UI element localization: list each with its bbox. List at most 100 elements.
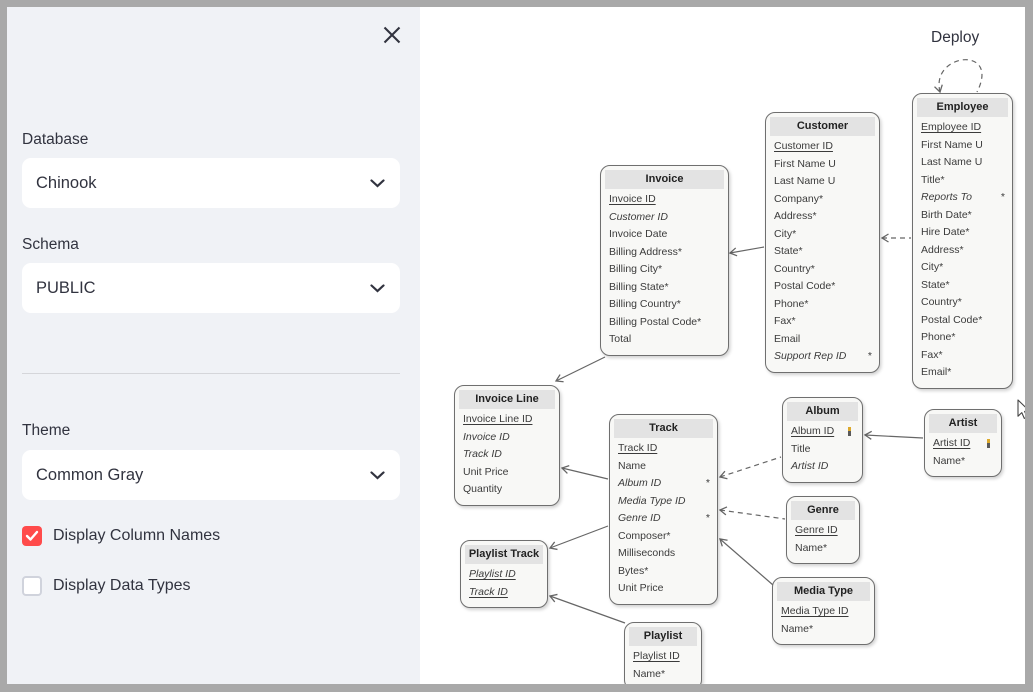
er-column-row: Quantity xyxy=(455,481,559,499)
er-column-name: Support Rep ID xyxy=(774,350,847,362)
kebab-menu-button[interactable] xyxy=(1005,29,1021,51)
er-column-name: Track ID xyxy=(469,585,508,598)
er-column-name: Quantity xyxy=(463,483,503,495)
mouse-cursor xyxy=(1017,399,1025,419)
er-table-title: Customer xyxy=(770,117,875,136)
er-column-name: Address* xyxy=(921,243,964,256)
er-column-name: Email xyxy=(774,332,801,345)
er-column-row: Playlist ID xyxy=(625,648,701,666)
er-column-row: Invoice ID xyxy=(601,191,728,209)
er-column-row: Artist ID xyxy=(925,435,1001,453)
checkbox-label: Display Column Names xyxy=(53,527,221,544)
database-label: Database xyxy=(22,131,89,148)
er-column-name: Media Type ID xyxy=(781,605,849,617)
er-column-row: City* xyxy=(766,226,879,244)
theme-select-value: Common Gray xyxy=(36,465,144,484)
er-column-row: Phone* xyxy=(913,329,1012,347)
er-column-name: Birth Date* xyxy=(921,208,972,221)
er-column-name: Phone* xyxy=(921,331,956,343)
schema-label: Schema xyxy=(22,236,79,253)
er-column-row: Last Name U xyxy=(766,173,879,191)
er-column-name: Last Name U xyxy=(774,175,836,187)
er-table-title: Album xyxy=(787,402,858,421)
er-column-name: Postal Code* xyxy=(774,280,836,292)
er-column-row: Playlist ID xyxy=(461,566,547,584)
er-column-name: First Name U xyxy=(774,157,836,170)
database-select[interactable]: Chinook xyxy=(22,158,400,208)
schema-select[interactable]: PUBLIC xyxy=(22,263,400,313)
er-column-name: Country* xyxy=(921,296,962,308)
deploy-button[interactable]: Deploy xyxy=(925,28,985,48)
er-table-title: Media Type xyxy=(777,582,870,601)
er-column-row: State* xyxy=(766,243,879,261)
er-column-row: Address* xyxy=(913,242,1012,260)
er-column-row: Name* xyxy=(787,540,859,558)
er-column-row: Invoice Line ID xyxy=(455,411,559,429)
er-column-name: Name* xyxy=(781,622,814,635)
nullable-asterisk: * xyxy=(705,512,710,524)
er-column-name: Album ID xyxy=(618,477,662,489)
er-column-name: Address* xyxy=(774,210,817,222)
database-select-value: Chinook xyxy=(36,173,97,192)
er-column-row: Fax* xyxy=(913,347,1012,365)
nullable-asterisk: * xyxy=(705,477,710,489)
er-column-row: Billing State* xyxy=(601,279,728,297)
er-column-row: Address* xyxy=(766,208,879,226)
er-column-name: Name* xyxy=(633,667,666,680)
er-column-name: Customer ID xyxy=(609,210,668,223)
er-table-title: Employee xyxy=(917,98,1008,117)
checkbox-label: Display Data Types xyxy=(53,577,191,594)
er-column-row: Employee ID xyxy=(913,119,1012,137)
display-column-names-checkbox[interactable]: Display Column Names xyxy=(22,526,220,546)
er-column-row: Genre ID* xyxy=(610,510,717,528)
er-column-row: Title* xyxy=(913,172,1012,190)
er-column-row: Birth Date* xyxy=(913,207,1012,225)
chevron-down-icon xyxy=(370,284,385,293)
er-column-name: Media Type ID xyxy=(618,494,686,507)
er-column-row: Invoice Date xyxy=(601,226,728,244)
er-column-name: City* xyxy=(921,261,944,273)
er-column-row: First Name U xyxy=(766,156,879,174)
er-column-row: Support Rep ID* xyxy=(766,348,879,366)
close-icon xyxy=(383,26,401,44)
er-column-row: Postal Code* xyxy=(766,278,879,296)
er-column-name: Reports To xyxy=(921,191,972,203)
close-sidebar-button[interactable] xyxy=(381,24,403,46)
er-column-row: Billing Postal Code* xyxy=(601,314,728,332)
er-table-title: Track xyxy=(614,419,713,438)
er-column-name: Customer ID xyxy=(774,140,833,152)
display-data-types-checkbox[interactable]: Display Data Types xyxy=(22,576,191,596)
schema-select-value: PUBLIC xyxy=(36,278,96,297)
er-table-title: Playlist Track xyxy=(465,545,543,564)
er-column-row: State* xyxy=(913,277,1012,295)
sidebar-divider xyxy=(22,373,400,374)
er-column-name: Country* xyxy=(774,262,815,275)
er-column-name: Track ID xyxy=(618,442,658,454)
checkbox-checked-icon[interactable] xyxy=(22,526,42,546)
er-column-row: Country* xyxy=(766,261,879,279)
er-column-row: Genre ID xyxy=(787,522,859,540)
theme-select[interactable]: Common Gray xyxy=(22,450,400,500)
er-column-row: Company* xyxy=(766,191,879,209)
er-column-name: Composer* xyxy=(618,529,671,542)
er-column-name: Invoice ID xyxy=(609,193,656,205)
chevron-down-icon xyxy=(370,471,385,480)
checkbox-unchecked-icon[interactable] xyxy=(22,576,42,596)
er-column-name: Genre ID xyxy=(795,524,838,536)
theme-label: Theme xyxy=(22,422,71,439)
er-column-row: Invoice ID xyxy=(455,429,559,447)
er-column-row: Billing Address* xyxy=(601,244,728,262)
er-column-name: Playlist ID xyxy=(469,568,516,580)
